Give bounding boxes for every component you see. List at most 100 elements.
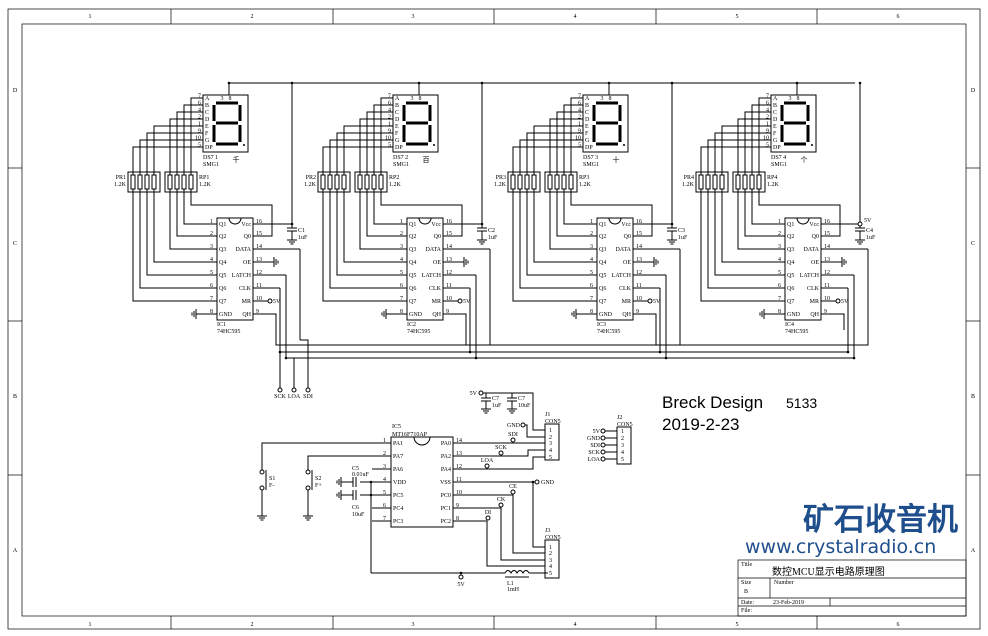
ground-icon [381,309,390,319]
ground-icon [191,309,200,319]
code-text: 5133 [786,395,817,411]
ruler-column: 2 [251,622,254,628]
pin-number: 5 [549,571,552,577]
push-button-switch: S1F- [257,442,372,521]
pin-name: Q3 [787,247,794,253]
segment-pin-number: 4 [766,108,769,114]
pack-ref: RP1 [199,175,209,181]
net-label: 5V [593,429,601,435]
pin-name: PC4 [393,506,403,512]
ic-type: MT16F710AP [392,432,428,438]
segment-pin-number: 10 [385,136,391,142]
ruler-column: 4 [574,14,577,20]
segment-pin-name: C [773,110,777,116]
title-block: Title数控MCU显示电路原理图SizeBNumberDate:23-Feb-… [737,559,967,617]
segments [212,101,245,146]
capacitor-icon [855,227,865,232]
watermark-cn: 矿石收音机 [803,502,958,538]
segment-pin-number: 7 [766,94,769,100]
terminal-icon [600,449,606,455]
segment-pin-name: B [395,103,399,109]
pin-number: 13 [824,257,830,263]
segment-pin-number: 5 [388,143,391,149]
segment-pin-number: 9 [388,129,391,135]
pin-name: Q7 [599,299,606,305]
ruler-column: 4 [574,622,577,628]
terminal-icon [510,437,516,443]
segment-pin-number: 5 [766,143,769,149]
pin-number: 2 [590,231,593,237]
pin-name: LATCH [612,273,632,279]
capacitor-icon [352,490,357,500]
pin-name: Q1 [409,222,416,228]
power-label: 5V [457,582,465,588]
ruler-row: C [971,241,975,247]
pin-name: OE [623,260,631,266]
pin-number: 10 [256,296,262,302]
mr-net: 5V [463,299,471,305]
pin-number: 4 [400,257,403,263]
segment-pin-name: B [585,103,589,109]
pin-number: 11 [256,283,262,289]
ic-type: 74HC595 [217,329,240,335]
pin-name: Q6 [787,286,794,292]
pack-value: 1.2K [199,182,212,188]
pin-number: 4 [590,257,593,263]
segment-pin-number: 6 [388,101,391,107]
terminal-icon [267,298,273,304]
pin-number: 15 [446,231,452,237]
pin-name: Q0 [624,234,631,240]
display-ref: DS7 3 [583,155,598,161]
pin-number: 8 [456,516,459,522]
pin-number: 7 [590,296,593,302]
pin-name: Q3 [599,247,606,253]
switch-label: F- [269,483,274,489]
pin-number: 6 [590,283,593,289]
ground-icon [571,309,580,319]
pin-name: Q1 [219,222,226,228]
segment-pin-number: 5 [198,143,201,149]
segment-pin-name: DP [773,145,781,151]
pin-number: 9 [446,309,449,315]
pin-name: GND [219,312,233,318]
pin-number: 8 [400,309,403,315]
pin-number: 12 [636,270,642,276]
pin-number: 4 [778,257,781,263]
pack-value: 1.2K [389,182,402,188]
pin-number: 1 [210,219,213,225]
ic-ref: IC1 [217,322,226,328]
pin-name: MR [432,299,441,305]
pack-ref: RP4 [767,175,777,181]
pin-number: 5 [621,457,624,463]
segment-pin-number: 1 [198,122,201,128]
pack-value: 1.2K [579,182,592,188]
pin-number: 14 [256,244,262,250]
pin-number: 3 [549,441,552,447]
ruler-column: 5 [736,14,739,20]
pin-number: 3 [549,558,552,564]
common-pin: 8 [419,96,422,102]
pin-number: 4 [621,450,624,456]
segment-pin-number: 2 [766,115,769,121]
net-label: CK [497,497,506,503]
ic-ref: IC3 [597,322,606,328]
pin-name: Q0 [812,234,819,240]
cap-value: 1uF [492,403,502,409]
segment-pin-name: A [395,96,400,102]
pin-number: 2 [549,551,552,557]
pin-name: PA0 [441,441,451,447]
segment-pin-number: 1 [766,122,769,128]
cap-value: 1uF [678,235,688,241]
ground-icon [507,405,517,414]
segment-pin-number: 4 [388,108,391,114]
ruler-row: D [971,88,976,94]
pin-number: 4 [210,257,213,263]
pin-name: OE [811,260,819,266]
ruler-column: 3 [412,622,415,628]
segment-pin-number: 10 [763,136,769,142]
digit-place: 个 [801,156,808,164]
